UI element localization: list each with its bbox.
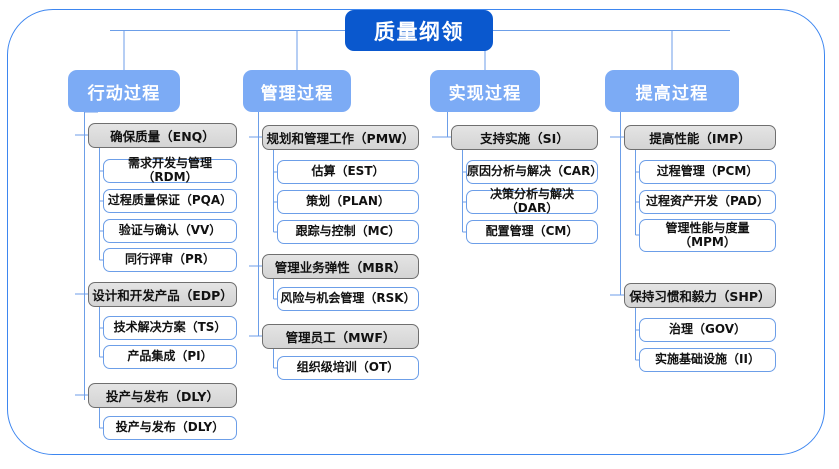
column-header-action-process[interactable]: 行动过程 [68,70,180,112]
leaf-box-cm[interactable]: 配置管理（CM） [466,220,598,244]
column-header-improvement-process[interactable]: 提高过程 [605,70,739,112]
column-header-management-process[interactable]: 管理过程 [243,70,351,112]
outer-frame-border [7,9,825,455]
leaf-box-gov[interactable]: 治理（GOV） [639,318,776,342]
leaf-box-mpm[interactable]: 管理性能与度量 （MPM） [639,219,776,252]
group-box-imp[interactable]: 提高性能（IMP） [624,125,776,150]
group-box-mwf[interactable]: 管理员工（MWF） [262,324,419,349]
column-header-implementation-process[interactable]: 实现过程 [430,70,540,112]
leaf-box-vv[interactable]: 验证与确认（VV） [103,219,237,243]
leaf-box-ot[interactable]: 组织级培训（OT） [277,356,419,380]
leaf-box-est[interactable]: 估算（EST） [277,160,419,184]
leaf-box-pqa[interactable]: 过程质量保证（PQA） [103,189,237,213]
leaf-box-pr[interactable]: 同行评审（PR） [103,248,237,272]
leaf-box-dly[interactable]: 投产与发布（DLY） [103,416,237,440]
leaf-box-mc[interactable]: 跟踪与控制（MC） [277,220,419,244]
leaf-box-rsk[interactable]: 风险与机会管理（RSK） [277,287,419,311]
group-box-shp[interactable]: 保持习惯和毅力（SHP） [624,283,776,308]
leaf-box-pi[interactable]: 产品集成（PI） [103,345,237,369]
leaf-box-car[interactable]: 原因分析与解决（CAR） [466,160,602,184]
leaf-box-pad[interactable]: 过程资产开发（PAD） [639,190,776,214]
leaf-box-dar[interactable]: 决策分析与解决（DAR） [466,187,598,215]
leaf-box-ts[interactable]: 技术解决方案（TS） [103,316,237,340]
group-box-mbr[interactable]: 管理业务弹性（MBR） [262,254,419,279]
group-box-enq[interactable]: 确保质量（ENQ） [88,123,237,148]
leaf-box-ii[interactable]: 实施基础设施（II） [639,348,776,372]
leaf-box-rdm[interactable]: 需求开发与管理（RDM） [103,156,237,184]
group-box-si[interactable]: 支持实施（SI） [451,125,598,150]
leaf-box-plan[interactable]: 策划（PLAN） [277,190,419,214]
group-box-pmw[interactable]: 规划和管理工作（PMW） [262,125,419,150]
group-box-edp[interactable]: 设计和开发产品（EDP） [88,282,237,307]
page-title: 质量纲领 [345,10,493,51]
leaf-box-pcm[interactable]: 过程管理（PCM） [639,160,776,184]
group-box-dly[interactable]: 投产与发布（DLY） [88,383,237,408]
